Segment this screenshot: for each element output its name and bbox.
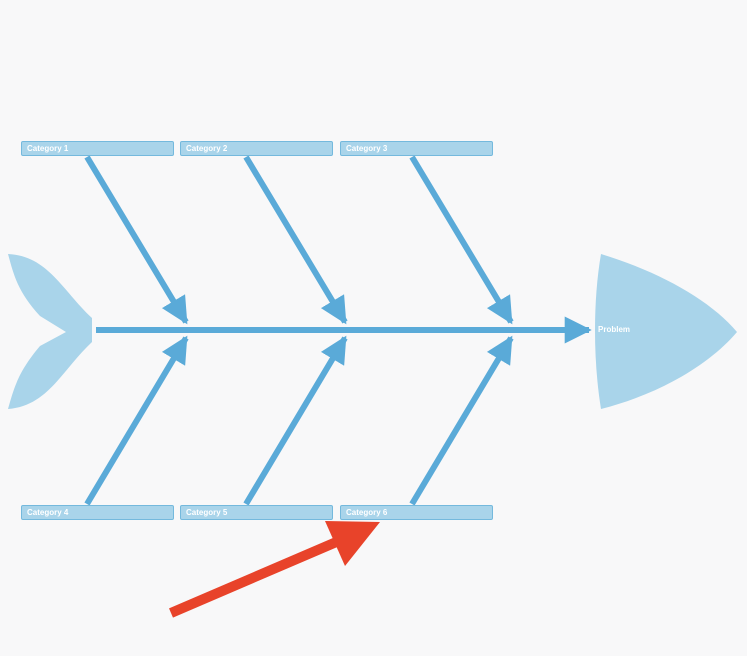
category-box-6[interactable]: Category 6 <box>340 505 493 520</box>
category-box-1[interactable]: Category 1 <box>21 141 174 156</box>
fish-tail <box>8 254 92 409</box>
callout-arrow-shaft <box>169 532 350 618</box>
bone-category-4 <box>84 335 189 506</box>
category-box-2[interactable]: Category 2 <box>180 141 333 156</box>
category-label-2: Category 2 <box>186 144 228 153</box>
category-box-4[interactable]: Category 4 <box>21 505 174 520</box>
callout-arrow-head <box>325 521 380 566</box>
category-box-3[interactable]: Category 3 <box>340 141 493 156</box>
bone-category-5 <box>243 335 348 506</box>
problem-label[interactable]: Problem <box>598 325 631 334</box>
category-label-5: Category 5 <box>186 508 228 517</box>
bone-category-1 <box>84 155 189 325</box>
bone-category-2 <box>243 155 348 325</box>
category-label-6: Category 6 <box>346 508 388 517</box>
category-label-3: Category 3 <box>346 144 388 153</box>
category-label-1: Category 1 <box>27 144 69 153</box>
bone-category-3 <box>409 155 514 325</box>
category-box-5[interactable]: Category 5 <box>180 505 333 520</box>
category-label-4: Category 4 <box>27 508 69 517</box>
fish-head <box>595 254 737 409</box>
bone-category-6 <box>409 335 514 506</box>
